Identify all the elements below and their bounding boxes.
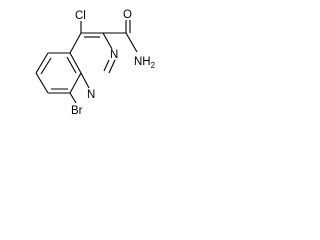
bond-carbonyl-n xyxy=(125,32,138,53)
atom-br: Br xyxy=(71,105,83,117)
bond-c4a-c4 xyxy=(69,32,82,54)
bond-n1-n2-a xyxy=(108,59,116,74)
molecule-structure: Cl O NH2 N N Br xyxy=(35,9,156,117)
atom-n2: N xyxy=(110,49,118,61)
bond-c5-c6 xyxy=(35,52,49,74)
bond-c8-br xyxy=(69,92,77,104)
atom-n-amide-subscript: 2 xyxy=(151,61,156,70)
bond-c8-c8a xyxy=(69,72,82,94)
substituent-bonds xyxy=(69,20,138,104)
bond-c6-c7 xyxy=(35,72,49,94)
atom-labels: Cl O NH2 N N Br xyxy=(71,9,156,117)
atom-n-amide-main: NH xyxy=(134,56,151,68)
atom-n1: N xyxy=(87,89,95,101)
bond-n1-c8a xyxy=(80,72,90,89)
atom-n-amide: NH2 xyxy=(134,56,156,70)
bond-c5-c6-inner xyxy=(40,57,52,75)
bond-n1-n2-b xyxy=(103,59,110,72)
pyridazine-ring-bonds xyxy=(69,32,116,89)
bond-c8a-c4a xyxy=(69,52,82,74)
bond-c3-n2 xyxy=(102,32,113,50)
atom-o: O xyxy=(123,9,132,21)
bond-c8a-c4a-inner xyxy=(66,56,77,74)
atom-cl: Cl xyxy=(75,10,86,22)
benzene-ring-bonds xyxy=(35,52,82,94)
